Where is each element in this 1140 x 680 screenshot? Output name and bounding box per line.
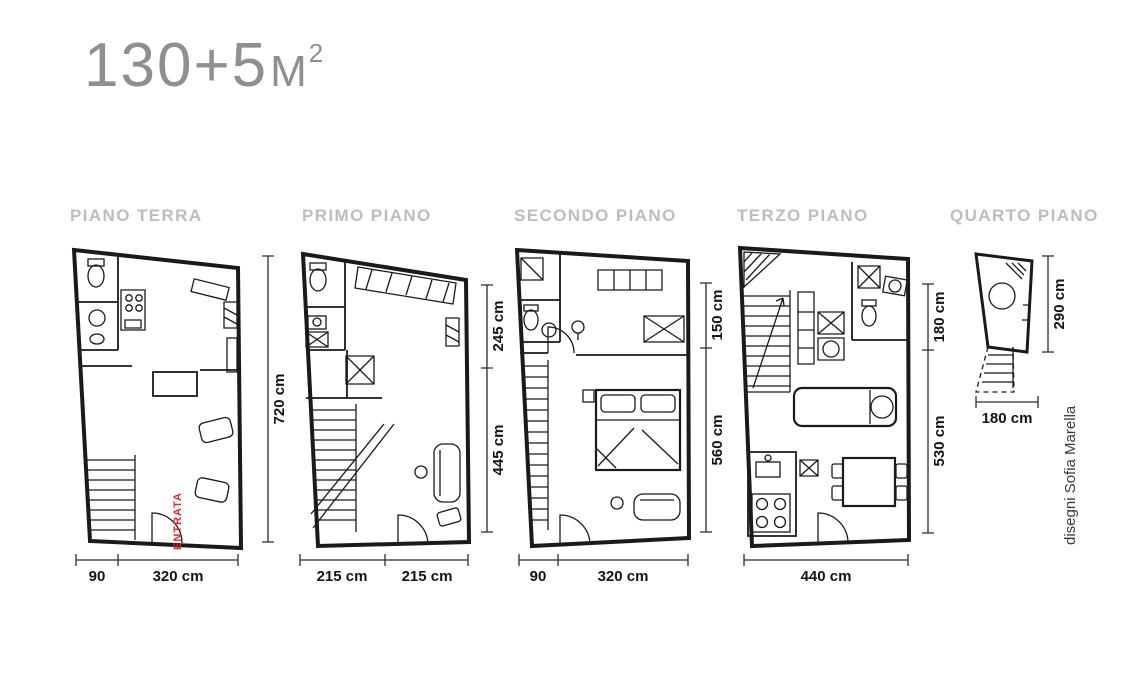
window-marks	[1022, 304, 1030, 321]
daybed	[792, 386, 898, 428]
door-swing	[397, 514, 429, 546]
dim-terzo-right-top: 180 cm	[931, 292, 948, 343]
armchair	[194, 477, 230, 503]
secondo-piano-plan	[514, 247, 692, 549]
bathroom-fixtures	[857, 265, 908, 327]
stairs	[523, 360, 549, 530]
floor-label-terzo-piano: TERZO PIANO	[737, 206, 869, 225]
stairs	[982, 347, 1014, 388]
side-table	[610, 496, 624, 510]
entrance-door-swing	[151, 512, 183, 544]
stairs	[742, 290, 791, 393]
dim-piano-terra-width-left: 90	[89, 568, 106, 585]
stairs	[310, 404, 395, 532]
dining-table	[831, 456, 908, 508]
bathroom-fixtures	[87, 258, 106, 345]
sofa	[433, 443, 461, 503]
shelf	[797, 291, 815, 365]
kitchen-unit	[120, 289, 146, 331]
title-area: 130+5	[84, 31, 269, 100]
wardrobe	[643, 315, 685, 343]
radiator	[445, 317, 460, 347]
armchair	[198, 416, 234, 444]
dim-primo-right-bottom: 445 cm	[490, 425, 507, 476]
sofa	[633, 493, 681, 521]
title-superscript: 2	[308, 38, 326, 68]
cabinet	[799, 459, 819, 477]
sideboard	[190, 278, 230, 301]
dim-piano-terra-height: 720 cm	[271, 374, 288, 425]
quarto-piano-plan	[974, 252, 1034, 393]
bathroom-fixtures	[305, 262, 329, 348]
side-table	[571, 320, 585, 340]
bathroom-fixtures	[520, 257, 557, 338]
entrance-label: ENTRATA	[172, 492, 184, 550]
dim-secondo-width-right: 320 cm	[598, 568, 649, 585]
roof-hatch	[743, 251, 782, 289]
bed	[594, 388, 682, 472]
dim-piano-terra-width-right: 320 cm	[153, 568, 204, 585]
terzo-piano-plan	[737, 245, 912, 549]
dim-secondo-width-left: 90	[530, 568, 547, 585]
dim-terzo-right-bottom: 530 cm	[931, 416, 948, 467]
table	[152, 371, 198, 397]
dim-secondo-right-top: 150 cm	[709, 290, 726, 341]
stairs-outline-dashed	[975, 346, 1015, 393]
floor-label-primo-piano: PRIMO PIANO	[302, 206, 432, 225]
wardrobe	[354, 266, 457, 305]
title-unit: M	[270, 47, 309, 96]
floor-label-quarto-piano: QUARTO PIANO	[950, 206, 1099, 225]
door-swing	[817, 512, 849, 544]
dim-primo-width-left: 215 cm	[317, 568, 368, 585]
cabinet	[345, 355, 375, 385]
dim-primo-width-right: 215 cm	[402, 568, 453, 585]
chair	[436, 507, 462, 527]
dim-quarto-width: 180 cm	[982, 410, 1033, 427]
dresser	[597, 269, 663, 291]
dim-primo-right-top: 245 cm	[490, 301, 507, 352]
dimension-lines: 720 cm 90 320 cm 245 cm 445 cm 215 cm 21…	[75, 255, 1068, 585]
stairs	[86, 455, 136, 540]
door-swing	[559, 514, 591, 546]
shelf	[226, 337, 238, 373]
round-table	[988, 282, 1016, 310]
dim-terzo-width: 440 cm	[801, 568, 852, 585]
designer-credit: disegni Sofia Marella	[1062, 405, 1079, 545]
door-swing	[547, 326, 575, 354]
washing-machine	[817, 311, 845, 361]
radiator	[223, 301, 238, 329]
side-table	[414, 465, 428, 479]
primo-piano-plan	[300, 251, 472, 549]
floor-label-piano-terra: PIANO TERRA	[70, 206, 203, 225]
kitchen-unit	[747, 451, 797, 537]
roof-hatch	[1005, 262, 1027, 280]
dim-secondo-right-bottom: 560 cm	[709, 415, 726, 466]
dim-quarto-height: 290 cm	[1051, 279, 1068, 330]
page-title: 130+5M2	[84, 30, 325, 101]
nightstand	[582, 389, 595, 403]
floor-label-secondo-piano: SECONDO PIANO	[514, 206, 677, 225]
piano-terra-plan	[71, 247, 244, 551]
